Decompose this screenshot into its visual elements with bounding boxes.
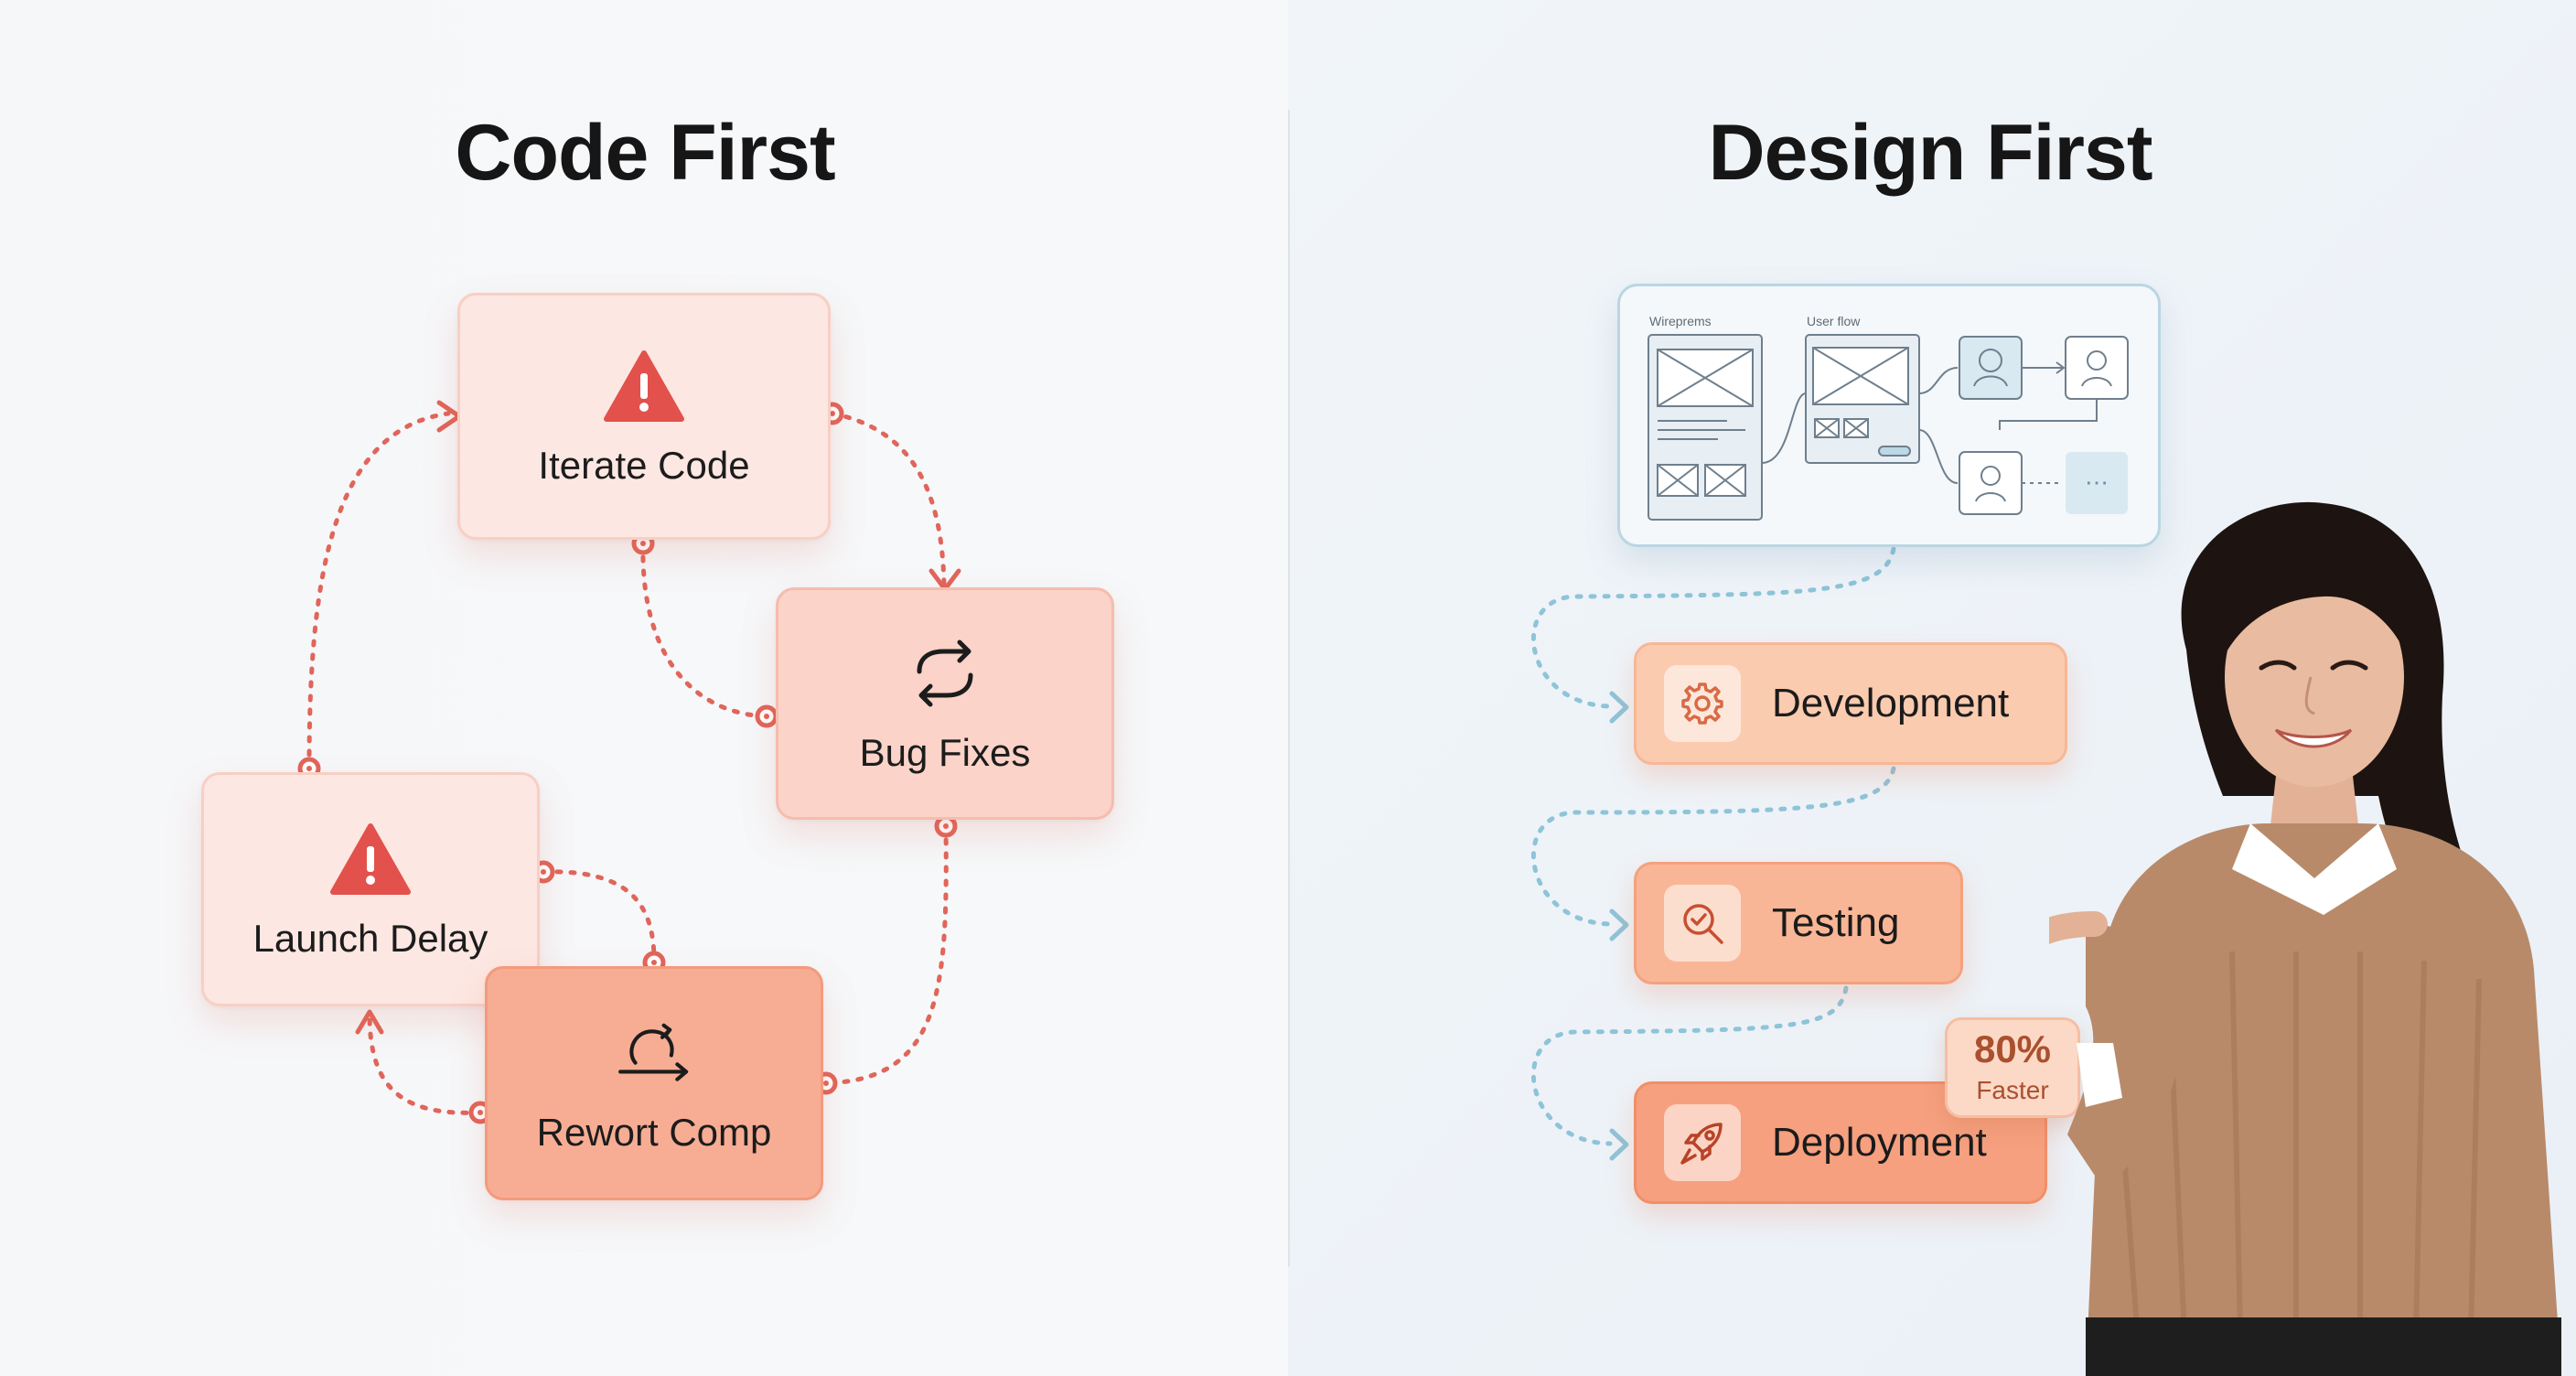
connector-rework-to-launch xyxy=(367,1015,483,1115)
magnifier-check-icon xyxy=(1664,885,1741,962)
connector-iterate-to-bugfix xyxy=(830,411,947,588)
arrowhead-bugfix xyxy=(928,568,961,592)
cycle-arrows-icon xyxy=(904,632,986,715)
faster-text: Faster xyxy=(1976,1076,2049,1104)
rework-label: Rewort Comp xyxy=(536,1111,772,1154)
warning-icon xyxy=(329,818,412,900)
code-first-title: Code First xyxy=(455,109,835,197)
more-icon: ⋯ xyxy=(2085,468,2109,496)
faster-badge: 80% Faster xyxy=(1945,1017,2080,1118)
woman-pointing-illustration xyxy=(2049,501,2561,1376)
wireframe-sketch: ⋯ xyxy=(1648,334,2129,521)
rework-card: Rewort Comp xyxy=(485,966,823,1200)
rocket-icon xyxy=(1664,1104,1741,1181)
stage-testing: Testing xyxy=(1634,862,1963,984)
node-dot xyxy=(934,814,958,838)
development-label: Development xyxy=(1772,681,2010,726)
bug-fixes-card: Bug Fixes xyxy=(776,587,1114,820)
testing-label: Testing xyxy=(1772,900,1900,945)
userflow-label: User flow xyxy=(1807,314,1861,328)
connector-launch-to-rework xyxy=(541,869,657,963)
launch-delay-card: Launch Delay xyxy=(201,772,540,1006)
design-first-title: Design First xyxy=(1708,109,2153,197)
wireframe-card: Wireprems User flow xyxy=(1617,284,2161,547)
launch-delay-label: Launch Delay xyxy=(252,917,488,960)
connector-bugfix-to-rework xyxy=(823,823,949,1086)
node-dot xyxy=(755,704,778,728)
stage-development: Development xyxy=(1634,642,2067,765)
arrowhead-iterate xyxy=(436,400,462,433)
redo-arrow-icon xyxy=(613,1012,695,1094)
gear-icon xyxy=(1664,665,1741,742)
wireframes-label: Wireprems xyxy=(1649,314,1712,328)
warning-icon xyxy=(603,345,685,427)
arrowhead-launch xyxy=(355,1009,384,1035)
faster-percent: 80% xyxy=(1973,1027,2052,1070)
connector-launch-to-iterate xyxy=(306,411,451,771)
center-divider xyxy=(1288,110,1290,1266)
connector-iterate-to-bugfix-loop xyxy=(640,541,769,719)
iterate-code-card: Iterate Code xyxy=(457,293,831,540)
iterate-code-label: Iterate Code xyxy=(538,444,750,487)
deployment-label: Deployment xyxy=(1772,1120,1987,1165)
bug-fixes-label: Bug Fixes xyxy=(859,731,1031,774)
